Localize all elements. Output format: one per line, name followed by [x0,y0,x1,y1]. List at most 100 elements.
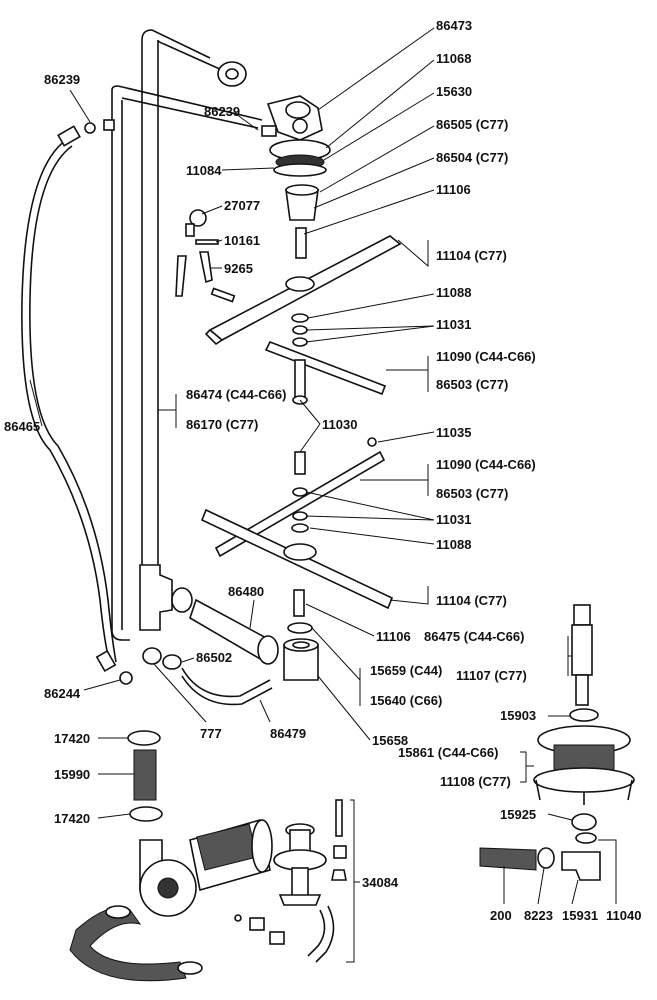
label-86465: 86465 [4,419,40,434]
hose-86465 [21,125,117,673]
nut-86244 [119,671,133,685]
label-11104-top: 11104 (C77) [436,248,507,263]
label-86473: 86473 [436,18,472,33]
washer-86502 [162,654,182,670]
top-fitting-86473 [217,61,323,141]
washer-11031-lower-1 [292,487,308,497]
leader-lines [29,27,617,963]
label-11068: 11068 [436,51,471,66]
clip-10161 [195,239,219,245]
label-11084: 11084 [186,163,222,178]
label-11088-top: 11088 [436,285,471,300]
label-11106-lower: 11106 [376,629,411,644]
label-86239-mid: 86239 [204,104,240,119]
label-86502: 86502 [196,650,232,665]
label-9265: 9265 [224,261,253,276]
label-15925: 15925 [500,807,536,822]
riser-pipe-86474 [139,29,223,631]
label-17420-lower: 17420 [54,811,90,826]
label-11035: 11035 [436,425,471,440]
clip-9265 [175,251,213,297]
washer-86239-left [84,122,96,134]
shaft-11106-lower [293,589,305,617]
washer-11031-upper-2 [292,337,308,347]
label-86475: 86475 (C44-C66) [424,629,524,644]
seal-15659 [287,622,313,634]
elbow-86480 [171,587,279,665]
upper-spray-arm-11104 [204,235,402,346]
label-86503-lower: 86503 (C77) [436,486,508,501]
clamp-8223 [537,847,555,869]
filter-tube-86475 [571,604,593,706]
label-86504: 86504 (C77) [436,150,508,165]
label-17420-upper: 17420 [54,731,90,746]
hose-86479 [181,667,273,706]
label-86244: 86244 [44,686,81,701]
label-11108: 11108 (C77) [440,774,511,789]
label-86480: 86480 [228,584,264,599]
housing-15658 [283,638,319,681]
seal-15903 [569,708,599,722]
lower-spray-arm-11104 [200,508,394,610]
clamp-17420-upper [127,730,161,746]
washer-11088-upper [291,313,309,323]
label-11031-lower: 11031 [436,512,471,527]
label-11107: 11107 (C77) [456,668,527,683]
label-200: 200 [490,908,512,923]
drain-hose [69,907,187,982]
ring-11084 [273,163,327,177]
label-86239-left: 86239 [44,72,80,87]
seal-11040 [575,832,597,844]
washer-11031-lower-2 [292,511,308,521]
pin-left [210,287,236,303]
label-27077: 27077 [224,198,260,213]
nut-11035 [367,437,377,447]
label-11088-lower: 11088 [436,537,471,552]
sleeve-15990 [133,749,157,801]
nipple-top-left [103,119,115,131]
label-86479: 86479 [270,726,306,741]
label-15658: 15658 [372,733,408,748]
washer-777 [142,647,162,665]
label-15640: 15640 (C66) [370,693,442,708]
label-34084: 34084 [362,875,399,890]
filter-basket-15861 [533,725,635,805]
label-8223: 8223 [524,908,553,923]
clamp-drain-1 [105,905,131,919]
label-777: 777 [200,726,222,741]
pin-11030-upper [294,359,306,401]
label-15861: 15861 (C44-C66) [398,745,498,760]
hose-200 [479,847,537,871]
label-15931: 15931 [562,908,598,923]
label-11030: 11030 [322,417,357,432]
shaft-11106-top [295,227,307,259]
label-15659: 15659 (C44) [370,663,442,678]
label-15630: 15630 [436,84,472,99]
label-11106-top: 11106 [436,182,471,197]
label-86503-top: 86503 (C77) [436,377,508,392]
label-11031-top: 11031 [436,317,471,332]
ring-15925 [571,813,597,831]
clamp-17420-lower [129,806,163,822]
label-15903: 15903 [500,708,536,723]
label-11090-lower: 11090 (C44-C66) [436,457,536,472]
label-11104-lower: 11104 (C77) [436,593,507,608]
washer-11031-upper-1 [292,325,308,335]
pin-11030-lower [294,451,306,475]
pump-assembly [139,818,273,917]
clamp-drain-2 [177,961,203,975]
label-15990: 15990 [54,767,90,782]
valve-group-34084 [234,799,347,963]
elbow-15931 [561,851,601,881]
label-86474: 86474 (C44-C66) [186,387,286,402]
washer-11088-lower [291,523,309,533]
part-labels: 86473 11068 15630 86505 (C77) 86504 (C77… [4,18,641,923]
label-86170: 86170 (C77) [186,417,258,432]
label-10161: 10161 [224,233,260,248]
manifold-11090-lower [214,450,386,558]
manifold-11090-upper [264,340,387,396]
label-86505: 86505 (C77) [436,117,508,132]
label-11040: 11040 [606,908,641,923]
label-11090-top: 11090 (C44-C66) [436,349,536,364]
